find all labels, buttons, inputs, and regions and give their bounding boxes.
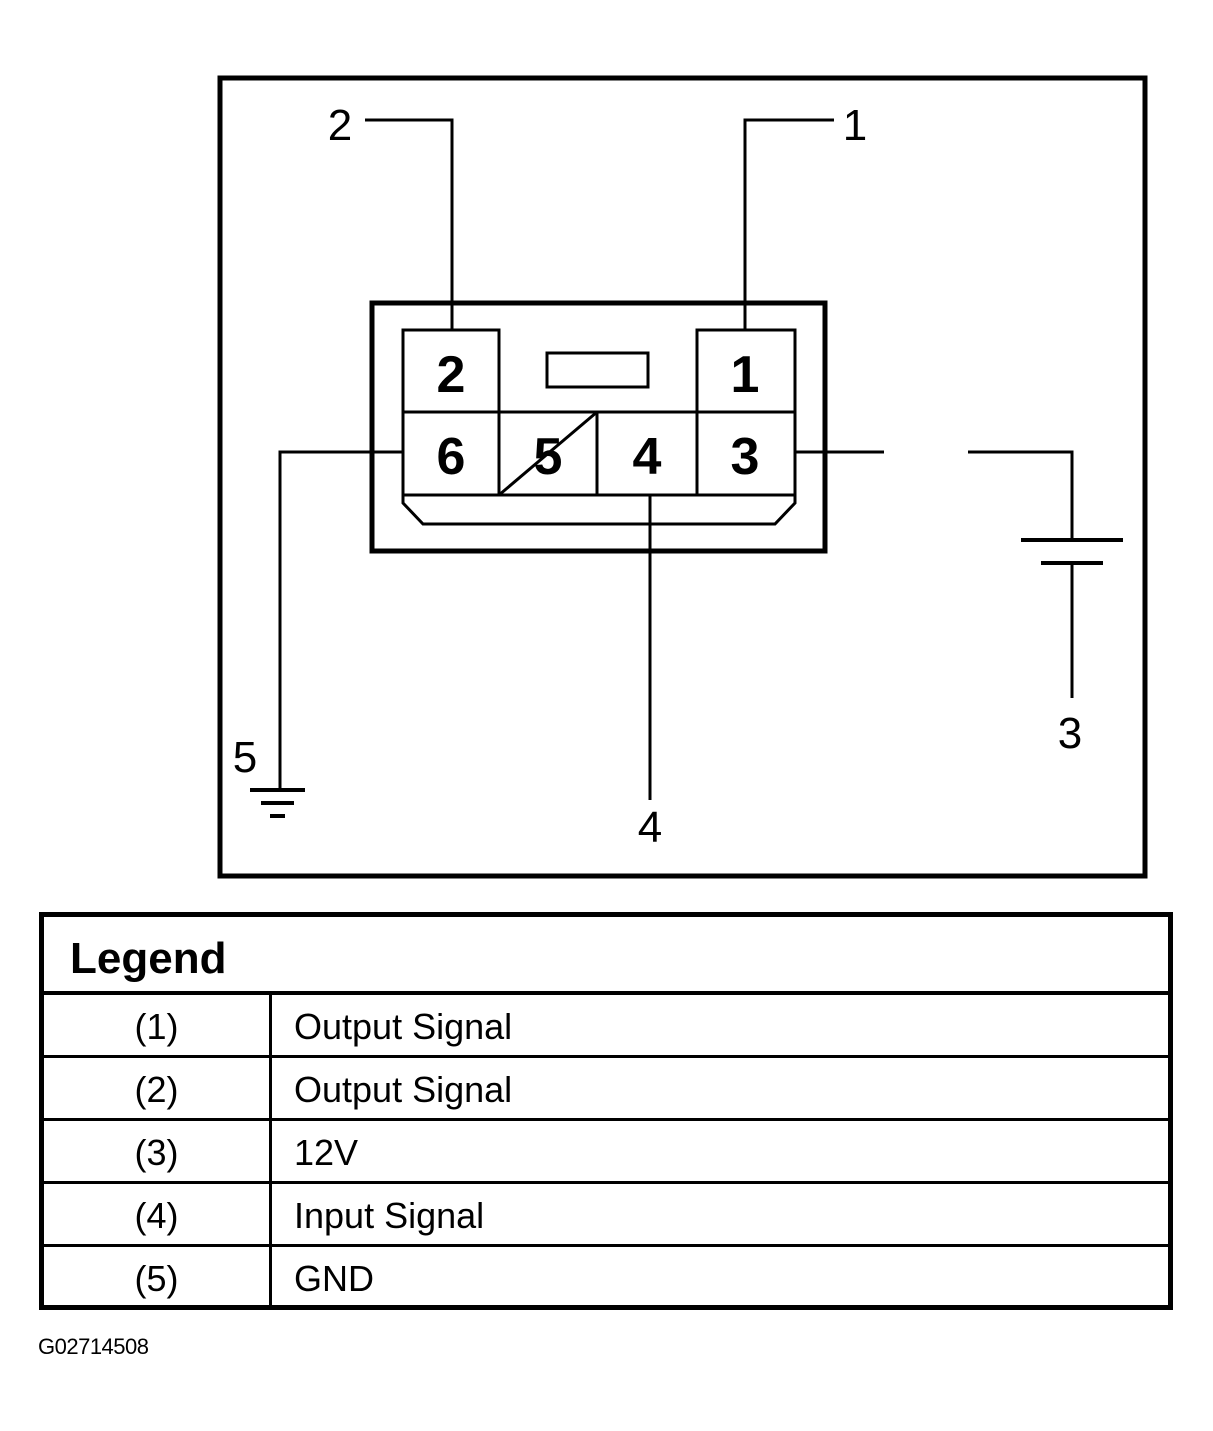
pin-number: 6 — [437, 428, 466, 486]
legend-row: (2) Output Signal — [44, 1058, 1168, 1121]
connector-body — [401, 328, 797, 526]
wire-pin-2 — [365, 118, 454, 330]
unused-cavity-slash — [498, 410, 598, 497]
legend-number: (3) — [44, 1121, 272, 1181]
legend-description: Output Signal — [294, 1006, 513, 1047]
callout-number: 3 — [1058, 709, 1082, 758]
legend-row: (1) Output Signal — [44, 995, 1168, 1058]
pin-cell-dividers — [403, 410, 795, 497]
legend-title: Legend — [44, 917, 1168, 995]
callout-number: 5 — [233, 733, 257, 782]
legend-number: (1) — [44, 995, 272, 1055]
pin-number: 1 — [731, 346, 760, 404]
legend-description: Output Signal — [294, 1069, 513, 1110]
pin-number: 3 — [731, 428, 760, 486]
legend-number: (5) — [44, 1247, 272, 1310]
legend-description: 12V — [294, 1132, 359, 1173]
legend-description: Input Signal — [294, 1195, 485, 1236]
connector-diagram: 2 1 6 5 4 3 2 1 5 4 3 — [217, 75, 1148, 879]
callout-number: 2 — [328, 101, 352, 150]
figure-id: G02714508 — [38, 1334, 149, 1359]
wires — [278, 118, 1074, 800]
legend-description: GND — [294, 1258, 374, 1299]
wire-pin-6 — [278, 450, 403, 788]
wire-battery — [968, 450, 1074, 540]
connector-housing — [369, 300, 828, 554]
callout-number: 1 — [843, 101, 867, 150]
legend-number: (2) — [44, 1058, 272, 1118]
pin-number: 4 — [633, 428, 662, 486]
legend-table: Legend (1) Output Signal (2) Output Sign… — [39, 912, 1173, 1310]
legend-rows: (1) Output Signal (2) Output Signal (3) … — [44, 995, 1168, 1310]
battery-symbol — [1021, 538, 1123, 565]
legend-row: (5) GND — [44, 1247, 1168, 1310]
diagram-frame — [217, 75, 1148, 879]
connector-key-slot — [545, 351, 650, 389]
ground-symbol — [250, 788, 305, 818]
legend-row: (4) Input Signal — [44, 1184, 1168, 1247]
pin-number: 5 — [534, 428, 563, 486]
callout-number: 4 — [638, 803, 662, 852]
legend-row: (3) 12V — [44, 1121, 1168, 1184]
legend-number: (4) — [44, 1184, 272, 1244]
pin-number: 2 — [437, 346, 466, 404]
wire-pin-1 — [743, 118, 834, 330]
